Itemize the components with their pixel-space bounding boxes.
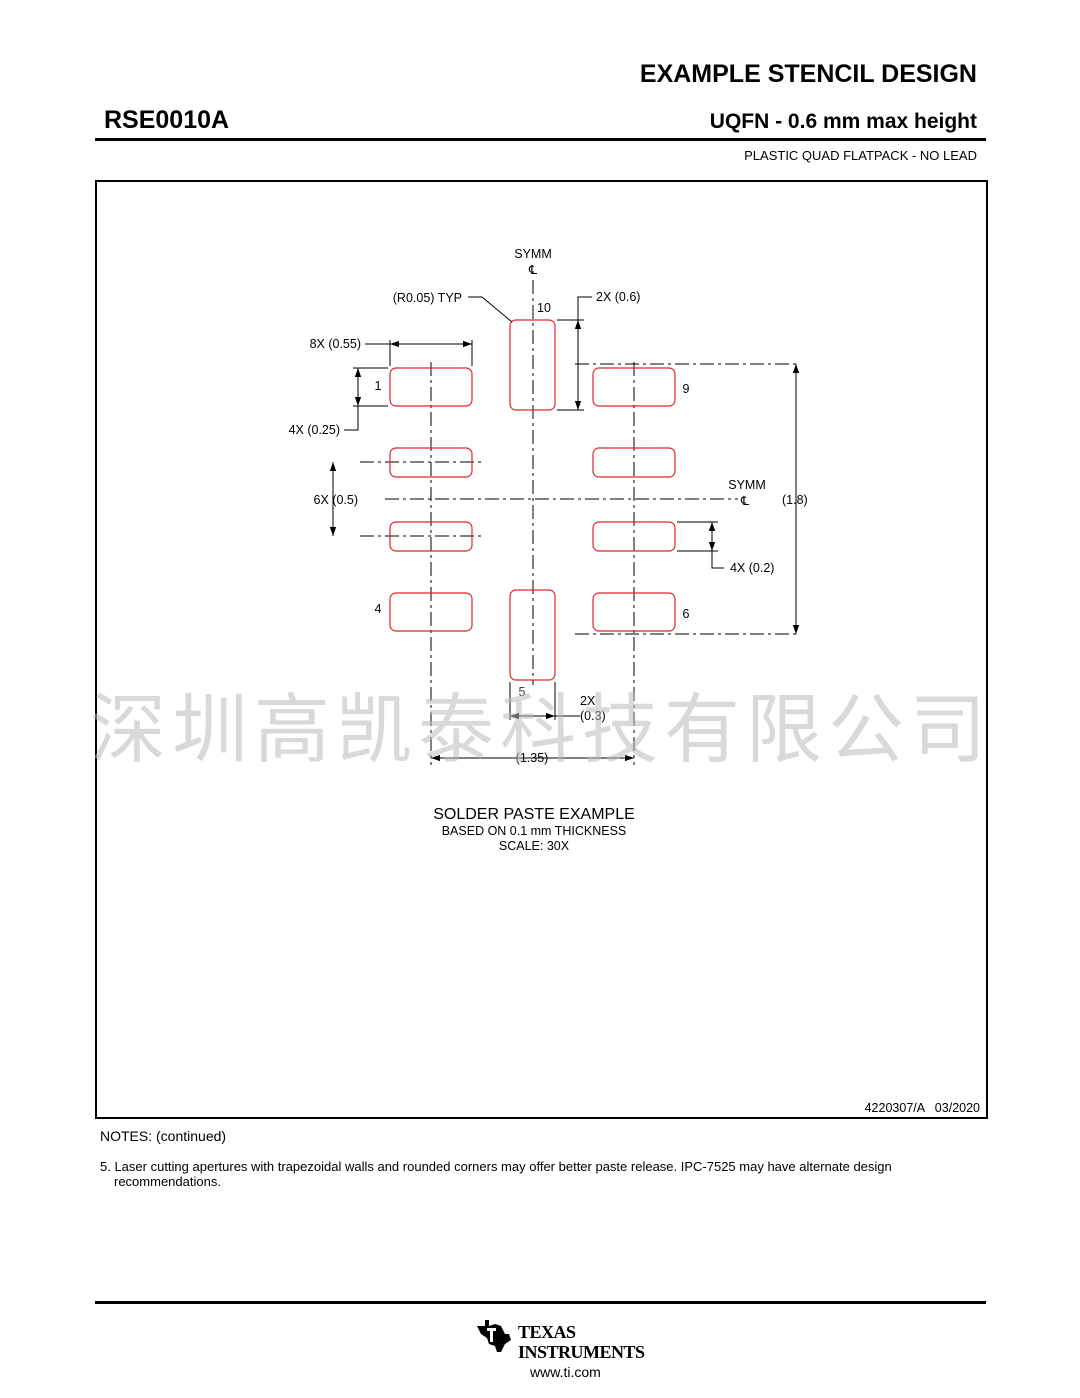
pin-label-4: 4 bbox=[375, 602, 382, 616]
pad-length-label: 8X (0.55) bbox=[310, 337, 361, 351]
pin-label-5: 5 bbox=[519, 685, 526, 699]
company-name-line2: INSTRUMENTS bbox=[518, 1342, 645, 1362]
corner-radius-label: (R0.05) TYP bbox=[393, 291, 462, 305]
part-number: RSE0010A bbox=[104, 106, 230, 134]
pin-label-6: 6 bbox=[683, 607, 690, 621]
pad-3 bbox=[389, 521, 473, 552]
drawing-number: 4220307/A 03/2020 bbox=[865, 1101, 980, 1115]
caption-scale: SCALE: 30X bbox=[499, 839, 570, 853]
span-vertical-label: (1.8) bbox=[782, 493, 808, 507]
drawing-frame bbox=[95, 180, 988, 1119]
pad-2 bbox=[389, 447, 473, 478]
texas-instruments-logo-icon bbox=[477, 1320, 511, 1352]
pad-1 bbox=[389, 367, 473, 407]
document-title: EXAMPLE STENCIL DESIGN bbox=[639, 60, 977, 88]
dimension-lines bbox=[329, 296, 800, 762]
pad-7 bbox=[592, 521, 676, 552]
pitch-label: 6X (0.5) bbox=[314, 493, 358, 507]
company-name-line1: TEXAS bbox=[518, 1322, 576, 1342]
tall-pad-width-label-line2: (0.3) bbox=[580, 709, 606, 723]
symm-horizontal-label: SYMM bbox=[728, 478, 766, 492]
inner-pad-width-label: 4X (0.2) bbox=[730, 561, 774, 575]
pad-6 bbox=[592, 592, 676, 632]
pin-label-1: 1 bbox=[375, 379, 382, 393]
span-horizontal-label: (1.35) bbox=[516, 751, 549, 765]
pad-4 bbox=[389, 592, 473, 632]
note-5: 5. Laser cutting apertures with trapezoi… bbox=[100, 1159, 892, 1189]
header-divider bbox=[95, 138, 986, 141]
caption-thickness: BASED ON 0.1 mm THICKNESS bbox=[442, 824, 627, 838]
paste-pads bbox=[389, 319, 676, 681]
pad-5 bbox=[509, 589, 556, 681]
pad-8 bbox=[592, 447, 676, 478]
caption-title: SOLDER PASTE EXAMPLE bbox=[433, 806, 635, 823]
pad-10 bbox=[509, 319, 556, 411]
package-description: PLASTIC QUAD FLATPACK - NO LEAD bbox=[744, 148, 977, 163]
pad-9 bbox=[592, 367, 676, 407]
symm-vertical-label: SYMM bbox=[514, 247, 552, 261]
package-title: UQFN - 0.6 mm max height bbox=[709, 110, 977, 133]
centerline-symbol-vertical: ℄ bbox=[528, 263, 537, 277]
pin-label-10: 10 bbox=[537, 301, 551, 315]
pin-label-9: 9 bbox=[683, 382, 690, 396]
company-url[interactable]: www.ti.com bbox=[530, 1364, 601, 1380]
centerline-symbol-horizontal: ℄ bbox=[740, 494, 749, 508]
tall-pad-length-label: 2X (0.6) bbox=[596, 290, 640, 304]
pad-width-label: 4X (0.25) bbox=[289, 423, 340, 437]
tall-pad-width-label-line1: 2X bbox=[580, 694, 596, 708]
footer-divider bbox=[95, 1301, 986, 1304]
notes-heading: NOTES: (continued) bbox=[100, 1128, 227, 1144]
center-lines bbox=[360, 280, 800, 765]
